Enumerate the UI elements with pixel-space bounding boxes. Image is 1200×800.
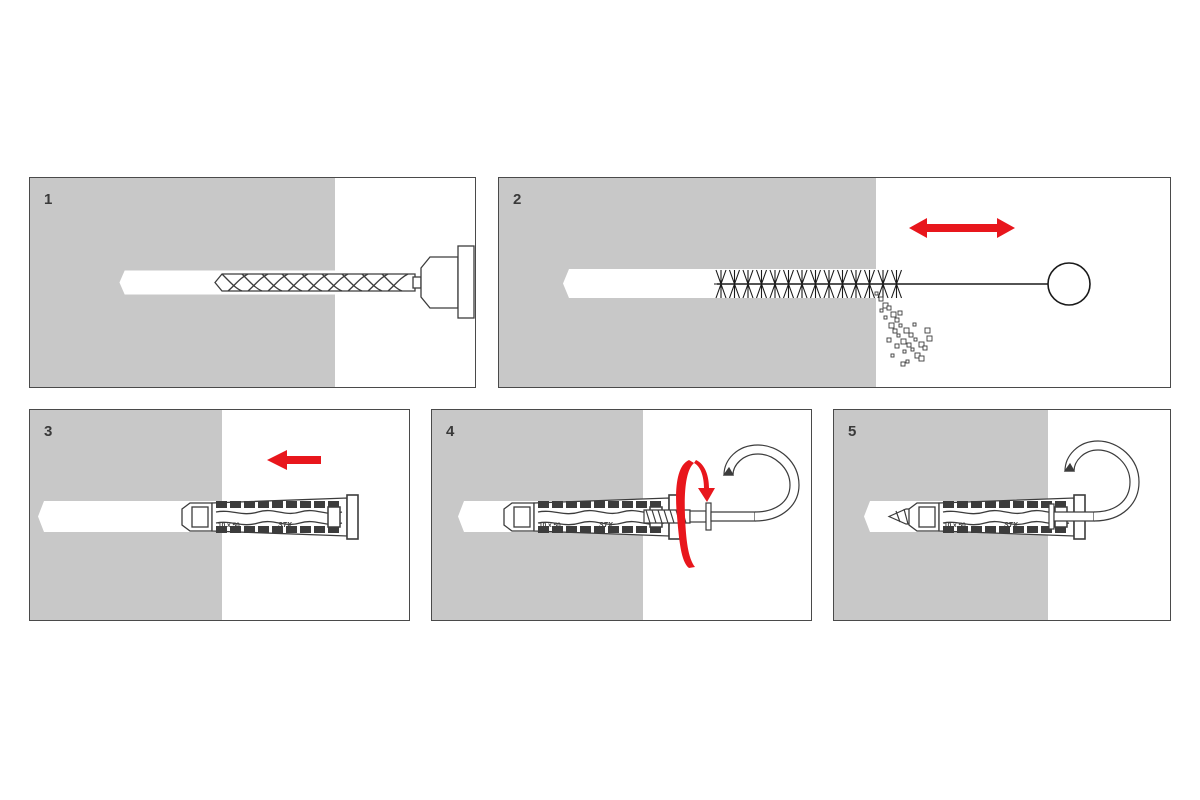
plug-brand-label: STX	[278, 522, 293, 529]
drill-bit-icon	[214, 273, 416, 292]
step-1-panel: 1	[29, 177, 476, 388]
step-number: 4	[446, 423, 455, 440]
step-5-illustration: 10 x 50 STX	[834, 410, 1140, 620]
double-arrow-icon	[909, 218, 1015, 238]
step-number: 3	[44, 423, 53, 440]
hook-screw-icon	[1048, 440, 1140, 530]
step-3-illustration: 10 x 50 STX	[30, 410, 359, 620]
step-5-panel: 10 x 50 STX 5	[833, 409, 1171, 621]
plug-brand-label: STX	[1004, 522, 1019, 529]
step-number: 1	[44, 191, 53, 208]
step-2-panel: 2	[498, 177, 1171, 388]
step-1-illustration	[30, 178, 475, 387]
wall-plug-icon	[181, 494, 359, 540]
left-arrow-icon	[267, 450, 321, 470]
rotation-arrow-icon	[676, 460, 715, 568]
step-number: 5	[848, 423, 857, 440]
step-4-illustration: 10 x 50 STX	[432, 410, 800, 620]
cleaning-brush-icon	[714, 262, 1091, 306]
hook-screw-icon	[643, 444, 800, 531]
dust-particles	[874, 291, 933, 367]
plug-size-label: 10 x 50	[944, 522, 966, 529]
step-4-panel: 10 x 50 STX 4	[431, 409, 812, 621]
drill-chuck-icon	[412, 245, 475, 319]
drilled-hole	[38, 501, 222, 532]
step-number: 2	[513, 191, 522, 208]
plug-size-label: 10 x 50	[539, 522, 561, 529]
plug-brand-label: STX	[599, 522, 614, 529]
step-2-illustration	[499, 178, 1091, 387]
step-3-panel: 10 x 50 STX 3	[29, 409, 410, 621]
plug-size-label: 10 x 50	[218, 522, 240, 529]
